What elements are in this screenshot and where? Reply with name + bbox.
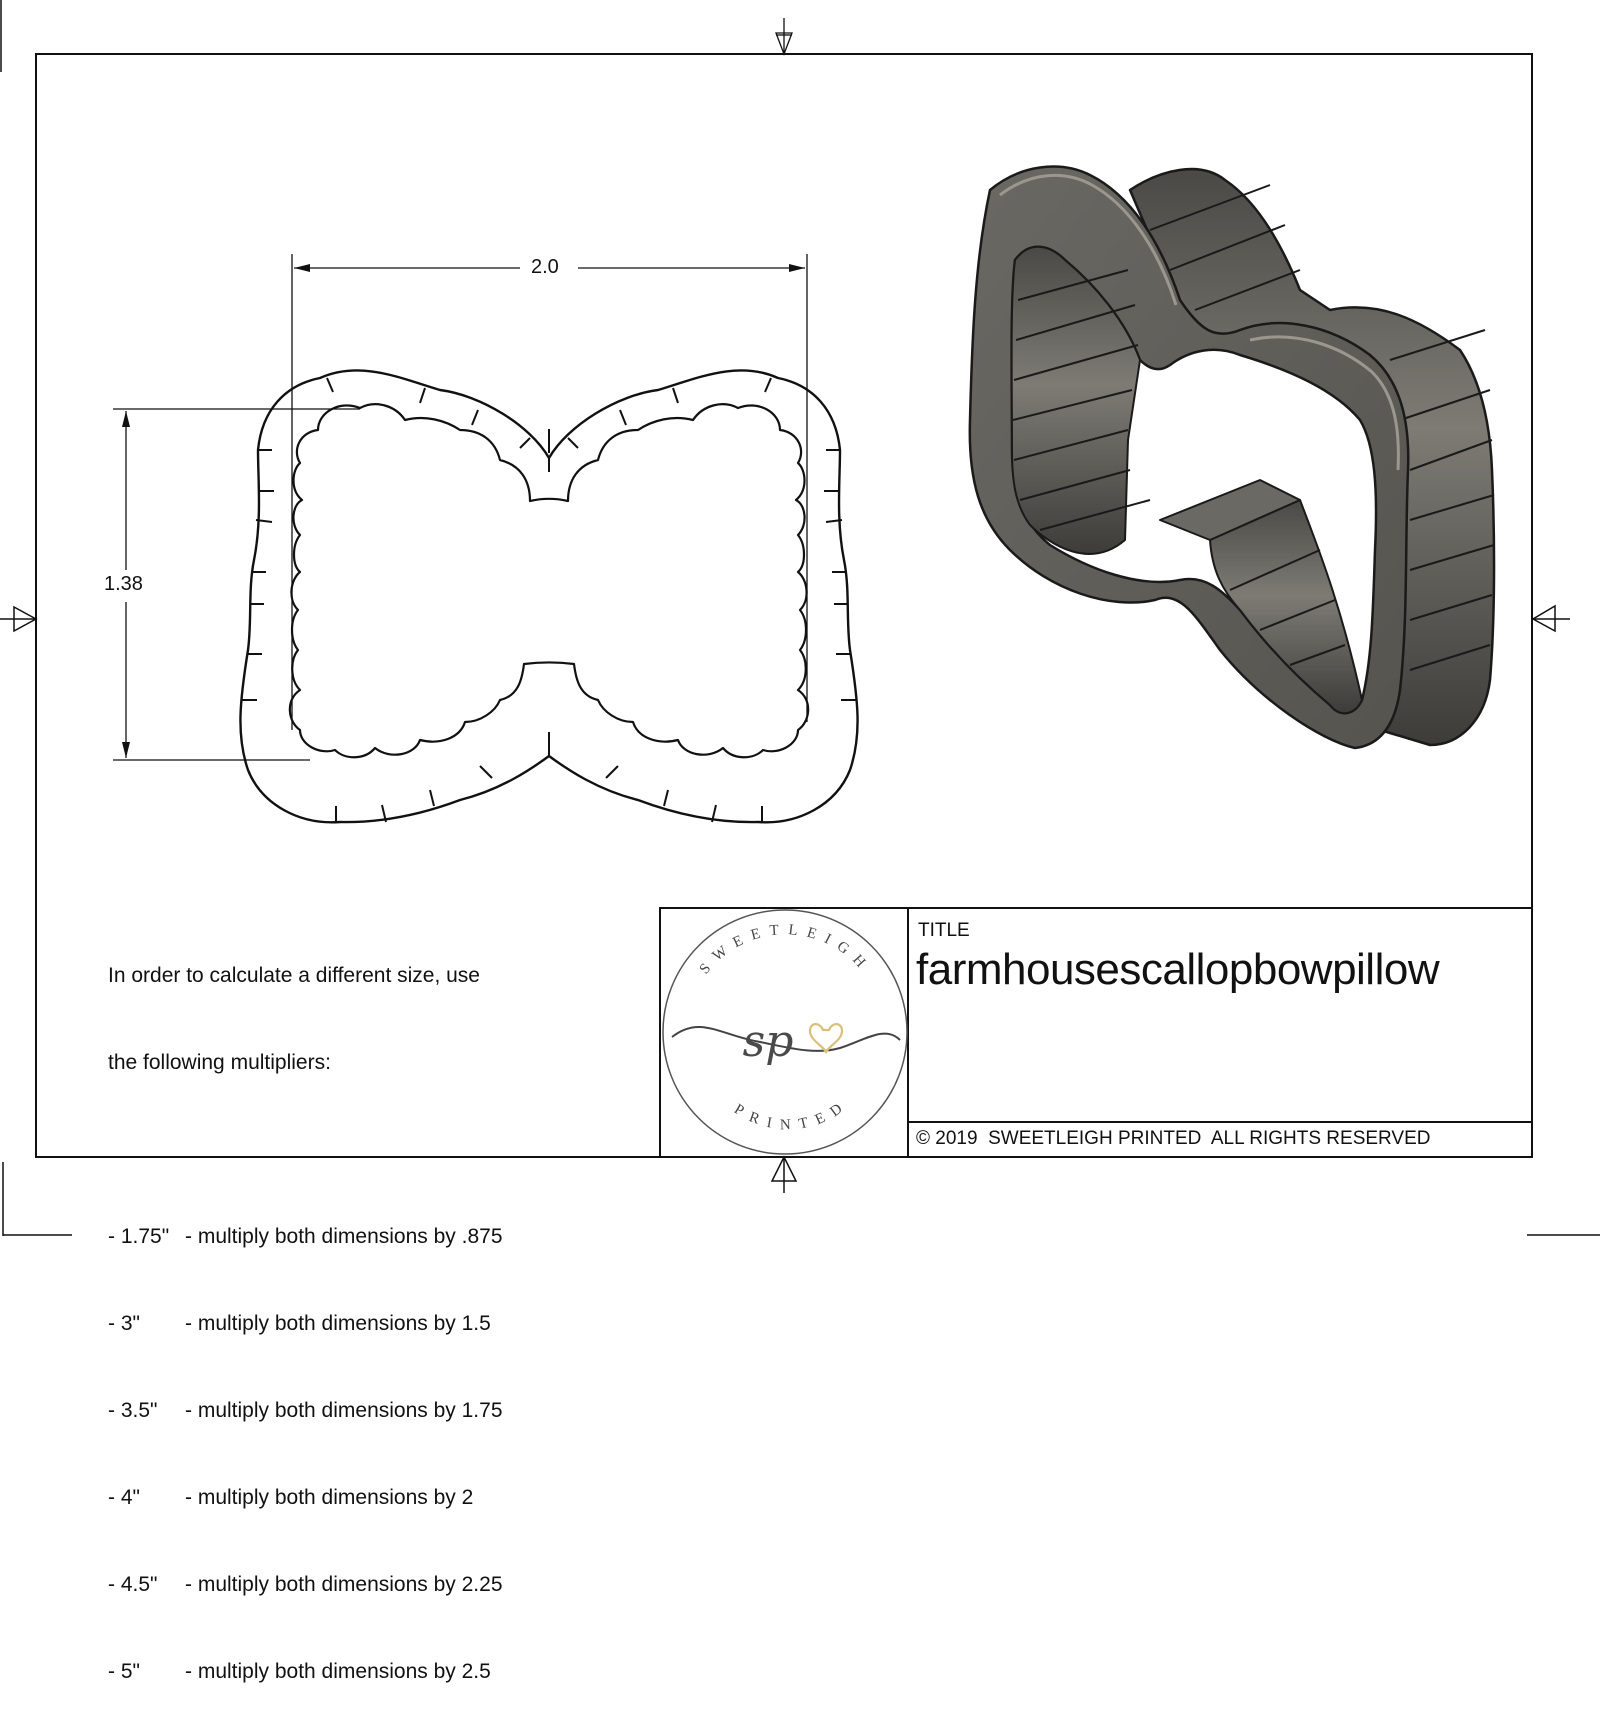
height-dimension-label: 1.38 [100,573,147,596]
notes-intro-line-1: In order to calculate a different size, … [108,964,480,987]
center-mark-right-icon [1531,604,1570,633]
multiplier-text: - multiply both dimensions by 1.5 [185,1312,491,1335]
size-multiplier-notes: In order to calculate a different size, … [108,903,503,1715]
multiplier-row: - 3" - multiply both dimensions by 1.5 [108,1309,503,1338]
logo-swash-icon [671,1026,901,1052]
multiplier-row: - 5" - multiply both dimensions by 2.5 [108,1657,503,1686]
multiplier-text: - multiply both dimensions by .875 [185,1225,503,1248]
inner-profile [288,403,810,759]
multiplier-text: - multiply both dimensions by 2.25 [185,1573,503,1596]
multiplier-size: - 3.5" [108,1399,158,1422]
brand-logo: SWEETLEIGH PRINTED sp [662,909,908,1155]
multiplier-size: - 5" [108,1660,140,1683]
multiplier-size: - 4.5" [108,1573,158,1596]
logo-bottom-text: PRINTED [731,1096,853,1134]
center-mark-bottom-icon [770,1155,798,1193]
drawing-title: farmhousescallopbowpillow [916,945,1440,994]
bow-cutter-3d [968,165,1496,750]
width-dimension [291,254,808,730]
multiplier-size: - 3" [108,1312,140,1335]
multiplier-row: - 4" - multiply both dimensions by 2 [108,1483,503,1512]
multiplier-text: - multiply both dimensions by 2 [185,1486,474,1509]
crop-mark-bottom-left [2,1162,72,1236]
multiplier-text: - multiply both dimensions by 1.75 [185,1399,503,1422]
copyright-notice: © 2019 SWEETLEIGH PRINTED ALL RIGHTS RES… [916,1128,1431,1149]
multiplier-size: - 4" [108,1486,140,1509]
title-label: TITLE [918,920,970,941]
multiplier-row: - 4.5" - multiply both dimensions by 2.25 [108,1570,503,1599]
width-dimension-label: 2.0 [527,256,563,279]
multiplier-row: - 1.75" - multiply both dimensions by .87… [108,1222,503,1251]
multiplier-text: - multiply both dimensions by 2.5 [185,1660,491,1683]
logo-monogram: sp [743,1016,794,1067]
center-mark-top-icon [775,18,793,56]
multiplier-row: - 3.5" - multiply both dimensions by 1.75 [108,1396,503,1425]
bow-outline-2d [239,369,859,824]
heart-icon [808,1023,844,1055]
center-mark-left-icon [0,605,38,633]
notes-intro-line-2: the following multipliers: [108,1051,331,1074]
title-block [659,907,1533,1158]
drawing-canvas: SWEETLEIGH PRINTED sp [0,0,1600,1236]
logo-top-text: SWEETLEIGH [697,922,875,977]
height-dimension [113,408,360,761]
multiplier-size: - 1.75" [108,1225,170,1248]
notes-spacer [108,1135,503,1164]
